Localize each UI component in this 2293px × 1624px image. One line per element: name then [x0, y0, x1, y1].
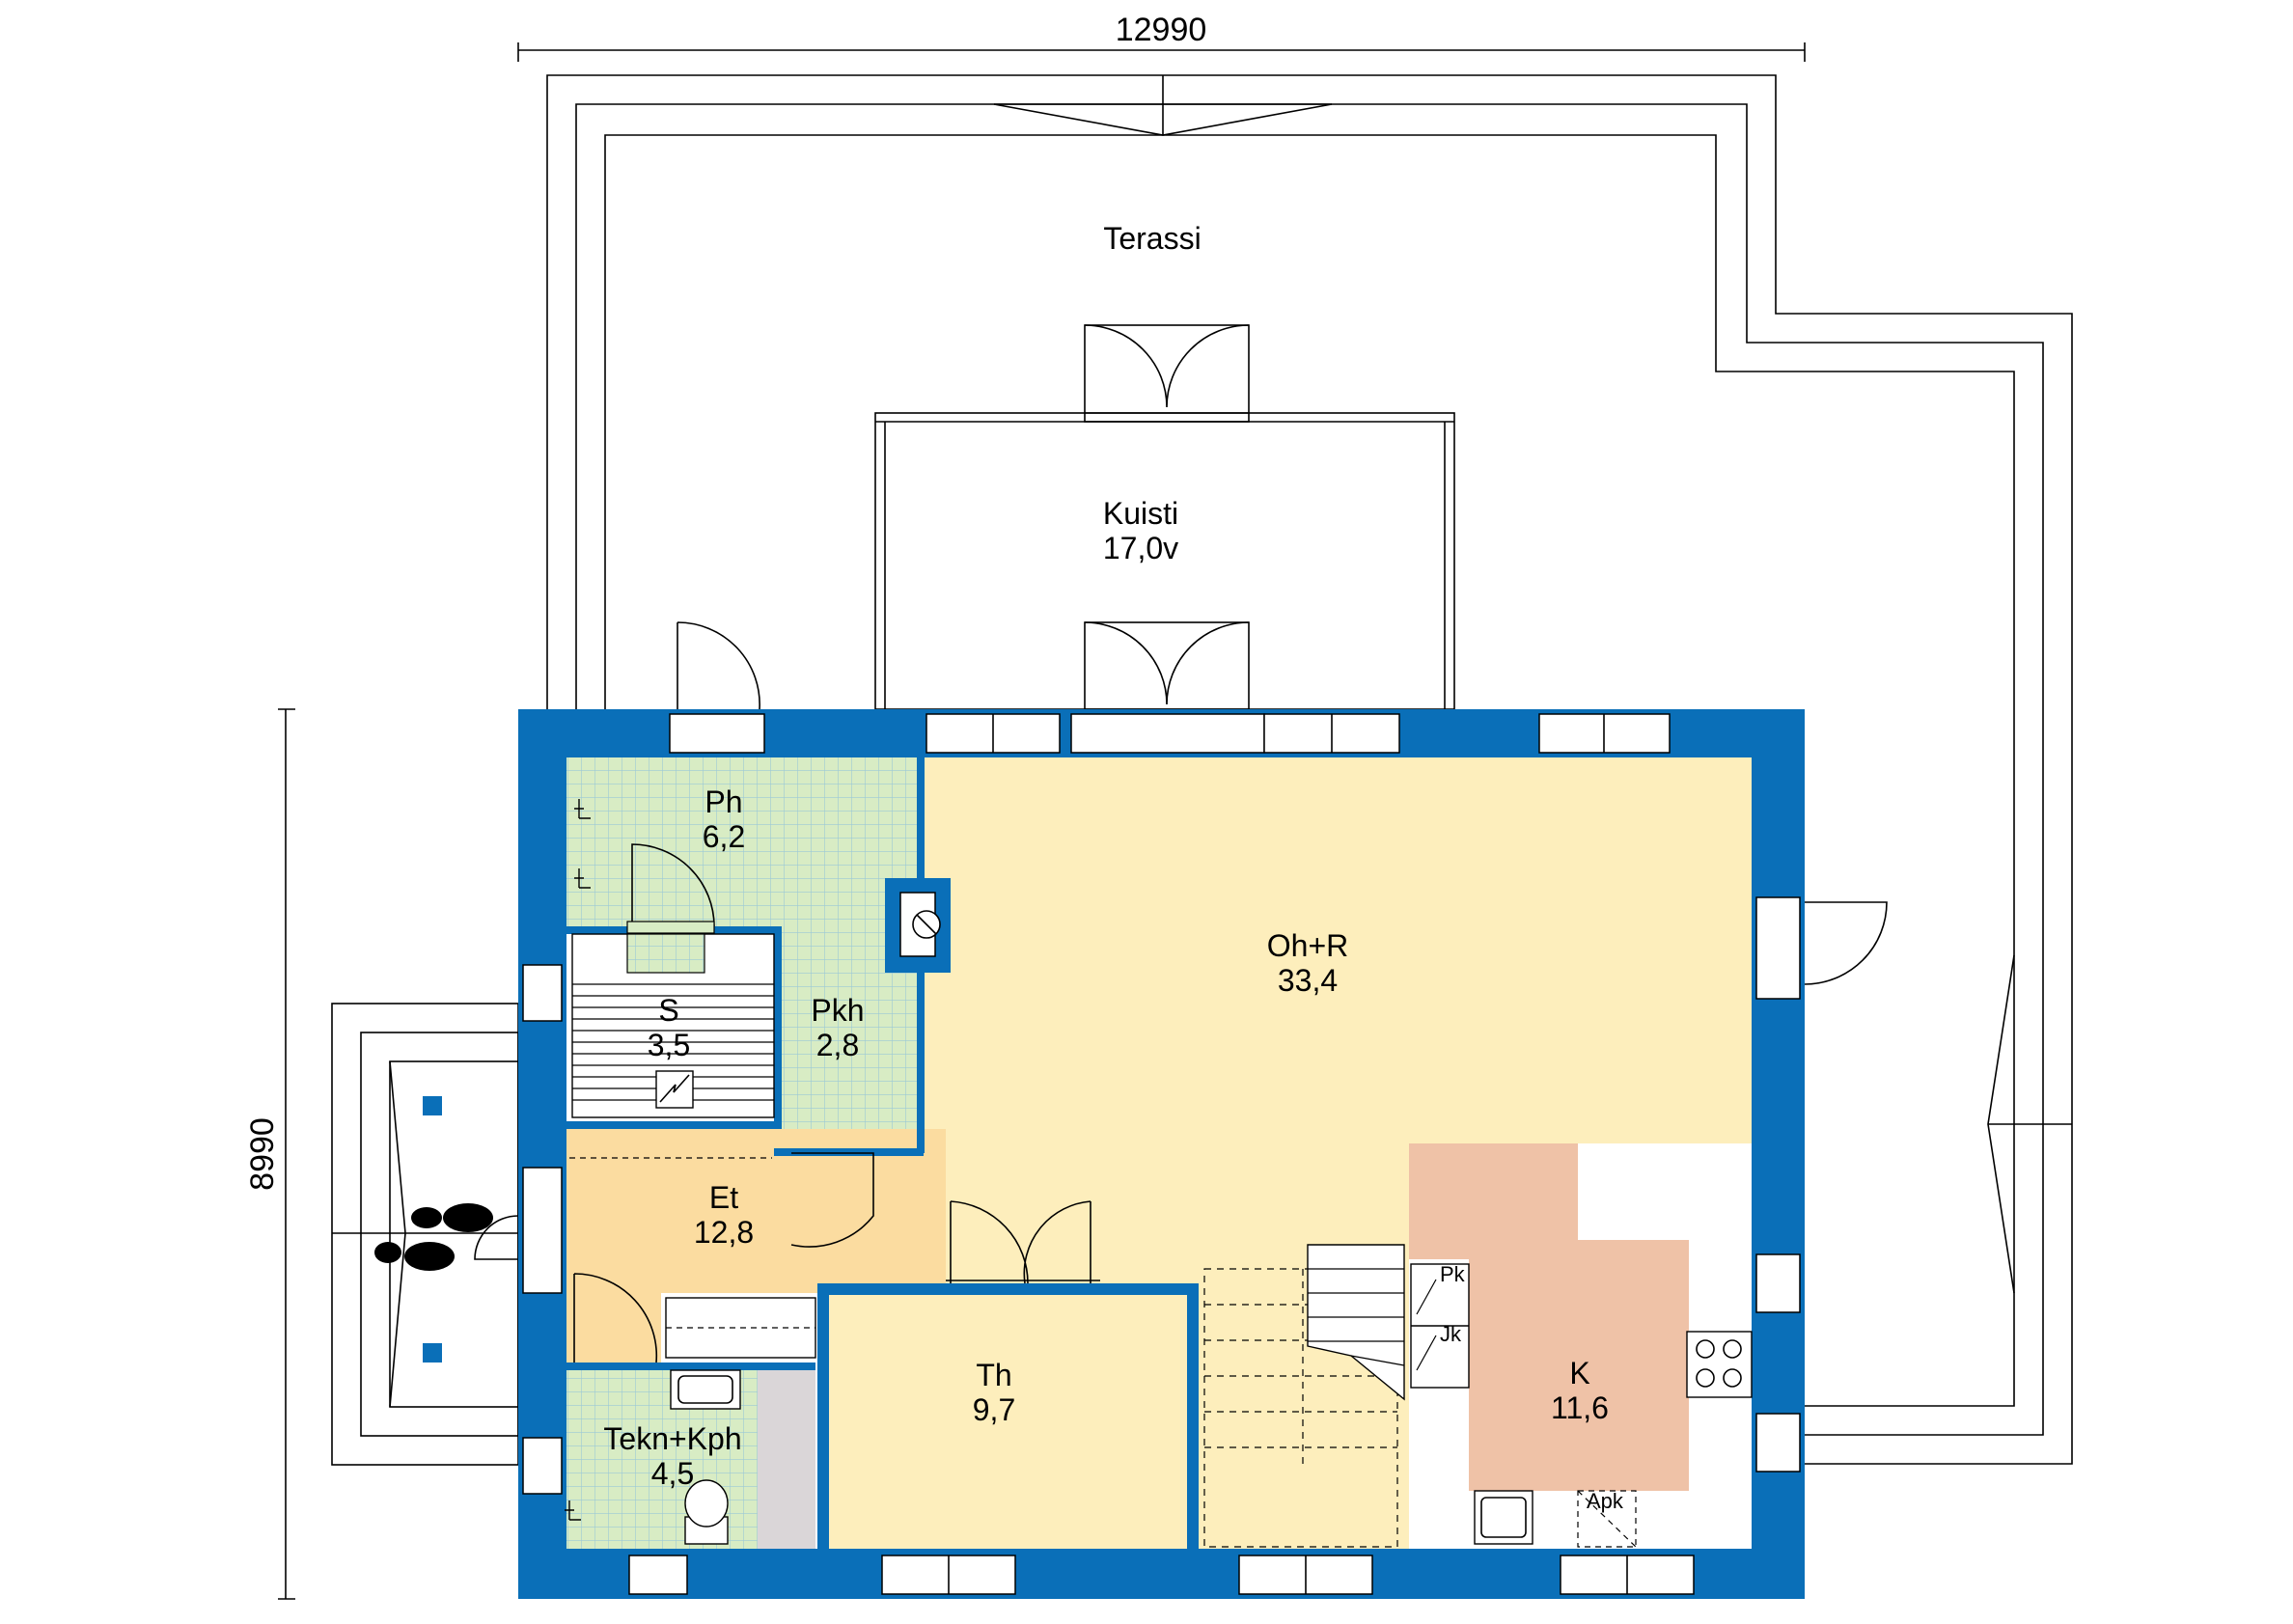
room-s-area: 3,5 — [648, 1028, 690, 1062]
main-staircase — [1203, 1244, 1405, 1548]
room-ph-area: 6,2 — [703, 819, 745, 854]
fixture-pk-label: Pk — [1440, 1262, 1466, 1286]
bathroom-fixtures — [670, 1369, 741, 1545]
footprints-icon — [374, 1203, 493, 1271]
shower-icon — [565, 799, 591, 1521]
et-wardrobe — [665, 1297, 816, 1359]
porch: Kuisti 17,0v — [874, 412, 1455, 710]
dimension-width-label: 12990 — [1116, 12, 1207, 48]
room-k-area: 11,6 — [1551, 1390, 1609, 1425]
room-et-name: Et — [709, 1180, 738, 1215]
room-kuisti-area: 17,0v — [1103, 531, 1178, 565]
room-s-name: S — [658, 993, 678, 1028]
fixture-jk-label: Jk — [1440, 1322, 1462, 1346]
toilet-icon — [684, 1479, 729, 1545]
stove-icon — [1696, 1339, 1742, 1388]
room-ohr-area: 33,4 — [1278, 963, 1338, 998]
dimension-height: 8990 — [244, 708, 295, 1600]
east-door — [1804, 901, 1888, 985]
room-kuisti-name: Kuisti — [1103, 496, 1178, 531]
room-tekn-area: 4,5 — [651, 1456, 694, 1491]
room-et-area: 12,8 — [694, 1215, 754, 1250]
terrace-outline: Terassi — [546, 74, 2073, 1465]
dimension-height-label: 8990 — [244, 1117, 281, 1191]
room-ohr-name: Oh+R — [1267, 928, 1348, 963]
fixture-apk-label: Apk — [1587, 1489, 1624, 1513]
room-pkh-name: Pkh — [811, 993, 864, 1028]
interior-doors — [573, 843, 1100, 1363]
kitchen-fixtures — [1410, 1263, 1753, 1548]
room-terassi-name: Terassi — [1103, 221, 1201, 256]
entrance-platform — [331, 1003, 519, 1466]
room-ph-name: Ph — [704, 784, 742, 819]
room-th-area: 9,7 — [973, 1392, 1015, 1427]
room-et-floor — [565, 1129, 946, 1293]
terrace-double-door — [1084, 324, 1250, 423]
dimension-width: 12990 — [517, 12, 1806, 62]
room-tekn-name: Tekn+Kph — [603, 1421, 741, 1456]
fireplace-icon — [899, 892, 941, 957]
sauna-exterior-door — [677, 621, 760, 710]
room-k-floor — [1409, 1143, 1689, 1491]
room-k-name: K — [1569, 1356, 1589, 1390]
sauna-benches — [571, 933, 775, 1118]
room-th-name: Th — [976, 1358, 1011, 1392]
room-pkh-area: 2,8 — [816, 1028, 859, 1062]
room-th-floor — [825, 1293, 1197, 1549]
windows — [522, 713, 1801, 1595]
storage-closet — [758, 1370, 815, 1549]
room-ohr-floor — [922, 757, 1752, 1143]
